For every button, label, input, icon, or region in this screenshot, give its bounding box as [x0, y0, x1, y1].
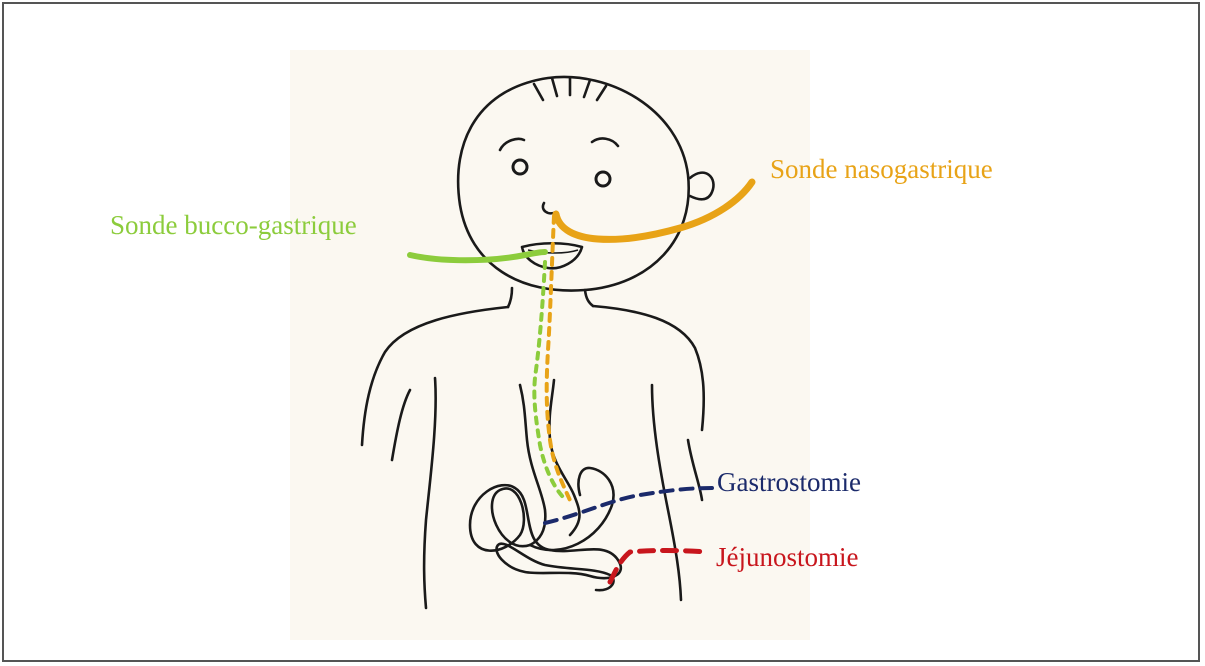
stomach — [530, 468, 613, 550]
jejunostomy-line — [610, 551, 708, 583]
label-jejunostomy: Jéjunostomie — [716, 544, 859, 571]
buccogastric-tube-internal — [534, 262, 566, 500]
neck-left — [508, 288, 512, 307]
neck-right — [585, 290, 593, 306]
label-buccogastric-tube: Sonde bucco-gastrique — [110, 212, 357, 239]
buccogastric-tube-external — [410, 252, 545, 260]
eyebrow-left — [500, 139, 524, 150]
eyebrow-right — [592, 139, 618, 146]
ear — [690, 173, 713, 200]
intestines — [470, 485, 621, 590]
arm-right-inner — [688, 440, 702, 500]
eye-right — [596, 172, 610, 186]
torso-left — [424, 378, 436, 608]
arm-left-inner — [392, 390, 410, 460]
nasogastric-tube-internal — [547, 216, 572, 505]
label-nasogastric-tube: Sonde nasogastrique — [770, 156, 993, 183]
label-gastrostomy: Gastrostomie — [717, 469, 861, 496]
nasogastric-tube-external — [556, 182, 752, 239]
gastrostomy-line — [545, 488, 712, 523]
eye-left — [513, 160, 527, 174]
shoulder-right — [593, 306, 704, 430]
